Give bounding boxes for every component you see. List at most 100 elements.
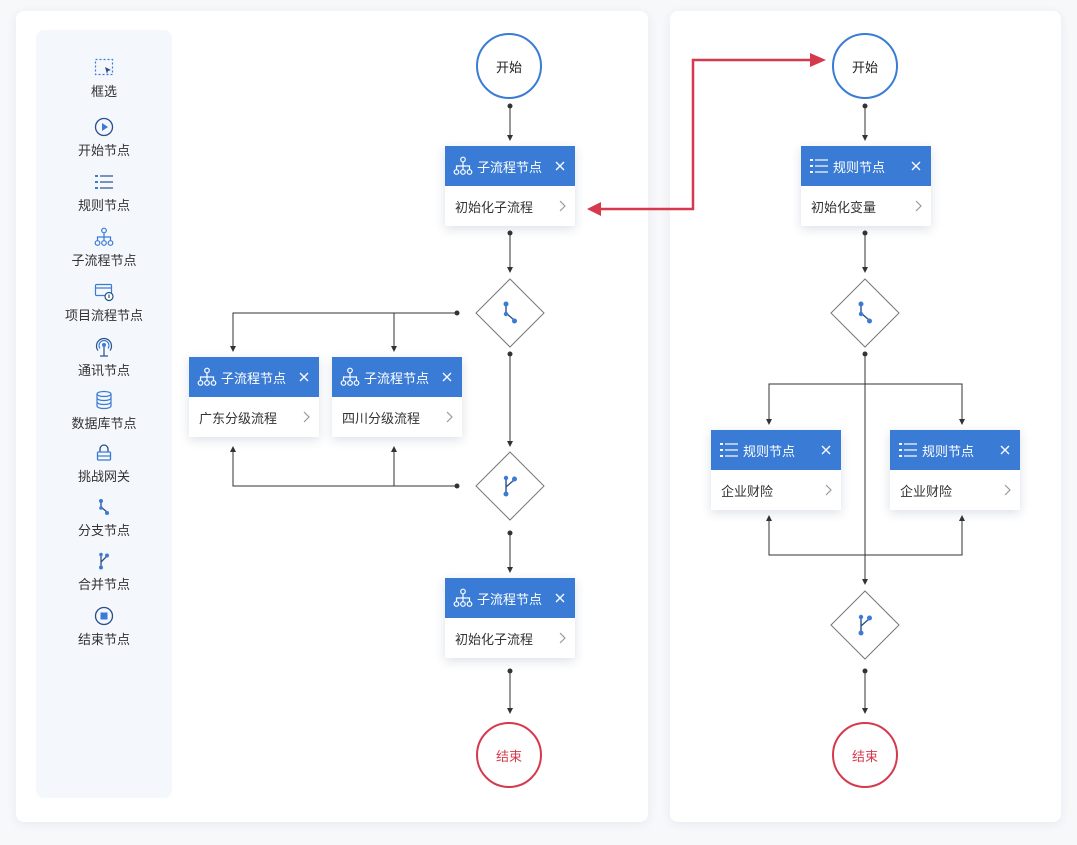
close-icon[interactable]	[440, 370, 454, 384]
merge-gateway[interactable]	[475, 451, 545, 521]
close-icon[interactable]	[819, 443, 833, 457]
card-header: 子流程节点	[332, 357, 462, 397]
branch-gateway[interactable]	[475, 278, 545, 348]
connector-dot	[507, 351, 513, 357]
tool-start-node[interactable]: 开始节点	[36, 117, 172, 159]
card-header: 子流程节点	[445, 146, 575, 186]
tool-end-node[interactable]: 结束节点	[36, 606, 172, 648]
card-title: 规则节点	[743, 444, 796, 460]
connector-dot	[862, 103, 868, 109]
rule-node-card[interactable]: 规则节点 企业财险	[711, 430, 841, 510]
tool-label: 结束节点	[77, 633, 130, 648]
card-title: 子流程节点	[477, 160, 543, 176]
antenna-icon	[95, 337, 113, 357]
connector-dot	[454, 310, 460, 316]
rule-list-icon	[720, 443, 738, 457]
merge-gateway[interactable]	[830, 590, 900, 660]
card-value: 四川分级流程	[342, 411, 421, 427]
card-body[interactable]: 企业财险	[711, 470, 841, 510]
tool-rule-node[interactable]: 规则节点	[36, 172, 172, 214]
tool-label: 规则节点	[77, 199, 130, 214]
branch-icon	[858, 301, 872, 324]
card-header: 规则节点	[711, 430, 841, 470]
card-body[interactable]: 初始化子流程	[445, 186, 575, 226]
card-title: 规则节点	[833, 160, 886, 176]
subprocess-tree-icon	[453, 156, 473, 175]
tool-label: 合并节点	[77, 578, 130, 593]
subprocess-node-card[interactable]: 子流程节点 初始化子流程	[445, 146, 575, 226]
card-body[interactable]: 初始化变量	[801, 186, 931, 226]
tool-project-flow-node[interactable]: 项目流程节点	[36, 282, 172, 324]
subprocess-tree-icon	[453, 588, 473, 607]
connector-dot	[507, 668, 513, 674]
tool-label: 分支节点	[77, 524, 130, 539]
card-title: 规则节点	[922, 444, 975, 460]
connector-line	[865, 383, 965, 425]
tool-database-node[interactable]: 数据库节点	[36, 390, 172, 432]
end-node[interactable]: 结束	[476, 722, 542, 788]
connector-dot	[862, 668, 868, 674]
card-body[interactable]: 初始化子流程	[445, 618, 575, 658]
rule-node-card[interactable]: 规则节点 企业财险	[890, 430, 1020, 510]
subprocess-tree-icon	[94, 227, 114, 246]
chevron-right-icon[interactable]	[557, 199, 567, 213]
card-value: 初始化变量	[811, 200, 877, 216]
subprocess-node-card[interactable]: 子流程节点 四川分级流程	[332, 357, 462, 437]
start-node[interactable]: 开始	[832, 33, 898, 99]
stop-circle-icon	[94, 606, 114, 626]
merge-icon	[503, 475, 517, 497]
card-header: 子流程节点	[445, 578, 575, 618]
chevron-right-icon[interactable]	[444, 410, 454, 424]
subprocess-jump-arrow	[587, 53, 826, 216]
connector-line	[766, 383, 865, 425]
connector-line	[865, 515, 965, 556]
card-value: 广东分级流程	[199, 411, 278, 427]
start-node[interactable]: 开始	[476, 33, 542, 99]
rule-list-icon	[899, 443, 917, 457]
chevron-right-icon[interactable]	[301, 410, 311, 424]
close-icon[interactable]	[553, 591, 567, 605]
close-icon[interactable]	[297, 370, 311, 384]
gateway-lock-icon	[96, 444, 112, 461]
chevron-right-icon[interactable]	[1002, 483, 1012, 497]
tool-subprocess-node[interactable]: 子流程节点	[36, 227, 172, 269]
subprocess-node-card[interactable]: 子流程节点 广东分级流程	[189, 357, 319, 437]
tool-label: 数据库节点	[71, 417, 137, 432]
branch-gateway[interactable]	[830, 278, 900, 348]
card-value: 初始化子流程	[455, 632, 534, 648]
subprocess-node-card[interactable]: 子流程节点 初始化子流程	[445, 578, 575, 658]
card-value: 企业财险	[721, 484, 774, 500]
tool-label: 子流程节点	[71, 254, 137, 269]
tool-box-select[interactable]: 框选	[36, 58, 172, 100]
chevron-right-icon[interactable]	[557, 631, 567, 645]
connector-dot	[454, 483, 460, 489]
chevron-right-icon[interactable]	[823, 483, 833, 497]
connector-line	[230, 312, 457, 352]
connector-dot	[507, 230, 513, 236]
close-icon[interactable]	[909, 159, 923, 173]
card-body[interactable]: 广东分级流程	[189, 397, 319, 437]
card-body[interactable]: 四川分级流程	[332, 397, 462, 437]
tool-merge-node[interactable]: 合并节点	[36, 551, 172, 593]
card-body[interactable]: 企业财险	[890, 470, 1020, 510]
card-header: 规则节点	[890, 430, 1020, 470]
close-icon[interactable]	[553, 159, 567, 173]
tool-branch-node[interactable]: 分支节点	[36, 497, 172, 539]
play-circle-icon	[94, 117, 114, 137]
close-icon[interactable]	[998, 443, 1012, 457]
connector-line	[230, 446, 457, 487]
tool-challenge-gateway[interactable]: 挑战网关	[36, 443, 172, 485]
node-toolbar: 框选 开始节点 规则节点 子流程节点 项目流程节点	[36, 30, 172, 798]
tool-label: 项目流程节点	[64, 309, 143, 324]
branch-icon	[99, 499, 109, 515]
branch-icon	[503, 301, 517, 324]
chevron-right-icon[interactable]	[913, 199, 923, 213]
merge-icon	[858, 614, 872, 636]
card-title: 子流程节点	[364, 371, 430, 387]
tool-communication-node[interactable]: 通讯节点	[36, 337, 172, 379]
card-title: 子流程节点	[477, 592, 543, 608]
end-node[interactable]: 结束	[832, 722, 898, 788]
connector-dot	[862, 230, 868, 236]
rule-node-card[interactable]: 规则节点 初始化变量	[801, 146, 931, 226]
